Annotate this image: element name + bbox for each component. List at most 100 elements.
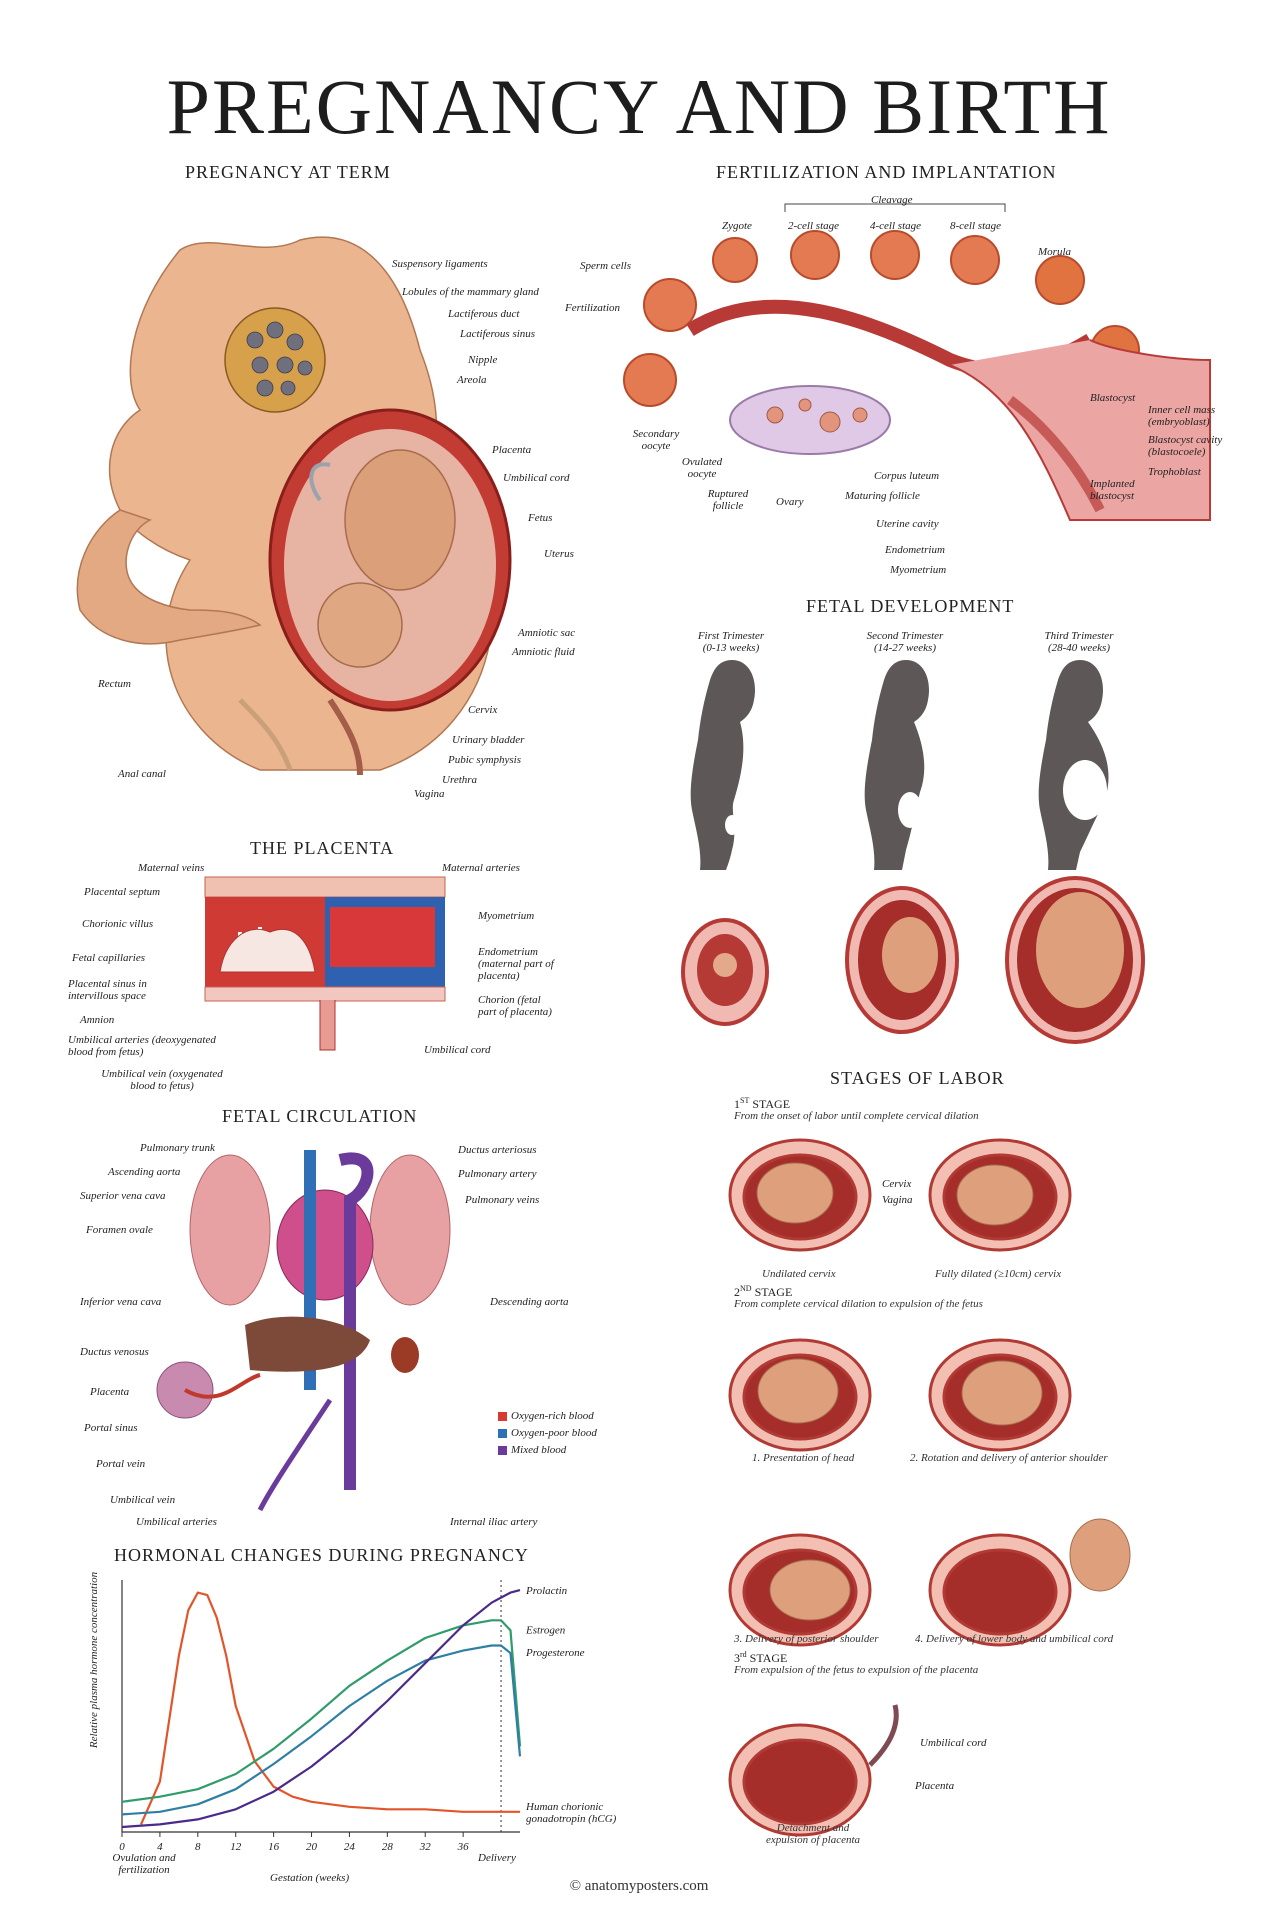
fetal-dev-section-title: FETAL DEVELOPMENT [806,596,1015,616]
label-4-cell: 4-cell stage [870,220,922,232]
chart-series-line [121,1589,521,1829]
chart-x-tick-label: 16 [268,1841,280,1853]
caption-stage2-2: 2. Rotation and delivery of anterior sho… [910,1452,1108,1464]
chart-x-tick-label: 12 [230,1841,242,1853]
label-implanted-blastocyst: Implanted blastocyst [1090,478,1135,502]
label-chorion: Chorion (fetal part of placenta) [478,994,552,1018]
caption-stage3: Detachment and expulsion of placenta [765,1822,861,1846]
label-suspensory-ligaments: Suspensory ligaments [392,258,488,270]
label-urinary-bladder: Urinary bladder [452,734,525,746]
label-pubic-symphysis: Pubic symphysis [448,754,522,766]
stage2-sup: ND [740,1284,752,1293]
stage3-word: STAGE [749,1651,788,1665]
stage3-heading: 3rd STAGE [734,1650,787,1666]
stage3-num: 3 [734,1651,740,1665]
chart-series-line [121,1619,522,1803]
stage1-desc: From the onset of labor until complete c… [734,1110,979,1122]
label-ovary: Ovary [776,496,804,508]
trimester-1-range: (0-13 weeks) [702,642,760,654]
chart-xlabel: Gestation (weeks) [270,1872,350,1884]
label-pulmonary-veins: Pulmonary veins [465,1194,540,1206]
labor-illustrations [728,1138,1131,1837]
chart-title: HORMONAL CHANGES DURING PREGNANCY [114,1545,529,1565]
caption-undilated: Undilated cervix [762,1268,836,1280]
label-lactiferous-duct: Lactiferous duct [448,308,520,320]
label-2-cell: 2-cell stage [788,220,840,232]
trimester-3-range: (28-40 weeks) [1047,642,1110,654]
trimester-3-name: Third Trimester [1044,630,1114,642]
pregnancy-illustration [76,236,512,776]
label-ruptured-follicle: Ruptured follicle [707,488,749,512]
circulation-illustration [156,1150,451,1512]
circulation-section-title: FETAL CIRCULATION [222,1106,418,1126]
stage2-desc: From complete cervical dilation to expul… [734,1298,983,1310]
chart-series-label: Estrogen [525,1624,566,1636]
stage1-word: STAGE [752,1097,791,1111]
label-foramen-ovale: Foramen ovale [86,1224,153,1236]
label-vagina-labor: Vagina [882,1194,913,1206]
label-superior-vena-cava: Superior vena cava [80,1190,166,1202]
stage1-num: 1 [734,1097,740,1111]
label-pulmonary-artery: Pulmonary artery [458,1168,537,1180]
label-endometrium: Endometrium [885,544,945,556]
pregnancy-section-title: PREGNANCY AT TERM [185,162,391,182]
chart-x-tick-label: 0 [119,1841,125,1853]
stage1-sup: ST [740,1096,750,1105]
fertilization-section-title: FERTILIZATION AND IMPLANTATION [716,162,1057,182]
label-uterine-cavity: Uterine cavity [876,518,939,530]
chart-series-line [121,1644,522,1816]
label-amniotic-sac: Amniotic sac [518,627,576,639]
trimester-2-range: (14-27 weeks) [873,642,936,654]
chart-x-tick-label: 32 [419,1841,432,1853]
stage3-desc: From expulsion of the fetus to expulsion… [734,1664,979,1676]
legend-label: Oxygen-rich blood [511,1410,594,1422]
label-trophoblast: Trophoblast [1148,466,1201,478]
chart-x-end-label: Delivery [478,1852,516,1864]
label-endometrium-placenta: Endometrium (maternal part of placenta) [478,946,554,982]
label-ovulated-oocyte: Ovulated oocyte [681,456,723,480]
chart-x-tick-label: 28 [382,1841,394,1853]
label-ductus-venosus: Ductus venosus [80,1346,149,1358]
stage2-heading: 2ND STAGE [734,1284,792,1300]
label-areola: Areola [457,374,487,386]
footer-copyright: © anatomyposters.com [569,1878,709,1894]
label-umbilical-vein-circ: Umbilical vein [110,1494,176,1506]
legend-swatch [498,1428,507,1438]
label-fetus: Fetus [528,512,553,524]
label-cervix: Cervix [468,704,498,716]
label-morula: Morula [1038,246,1071,258]
label-lobules: Lobules of the mammary gland [402,286,539,298]
label-ascending-aorta: Ascending aorta [108,1166,181,1178]
label-cleavage: Cleavage [871,194,913,206]
label-portal-sinus: Portal sinus [84,1422,138,1434]
labor-section-title: STAGES OF LABOR [830,1068,1005,1088]
label-anal-canal: Anal canal [118,768,166,780]
legend-swatch [498,1411,507,1421]
trimester-1-name: First Trimester [697,630,765,642]
label-umbilical-cord-placenta: Umbilical cord [424,1044,491,1056]
legend-oxygen-poor: Oxygen-poor blood [498,1427,597,1439]
label-uterus: Uterus [544,548,574,560]
label-maturing-follicle: Maturing follicle [845,490,920,502]
page-title: PREGNANCY AND BIRTH [166,63,1112,150]
label-inferior-vena-cava: Inferior vena cava [80,1296,162,1308]
stage2-word: STAGE [754,1285,793,1299]
legend-oxygen-rich: Oxygen-rich blood [498,1410,594,1422]
label-inner-cell-mass: Inner cell mass (embryoblast) [1148,404,1216,428]
stage2-num: 2 [734,1285,740,1299]
label-lactiferous-sinus: Lactiferous sinus [460,328,536,340]
label-portal-vein: Portal vein [96,1458,146,1470]
label-blastocyst: Blastocyst [1090,392,1136,404]
label-myometrium: Myometrium [890,564,947,576]
legend-swatch [498,1445,507,1455]
label-rectum: Rectum [98,678,131,690]
label-zygote: Zygote [722,220,752,232]
label-vagina: Vagina [414,788,445,800]
label-maternal-veins: Maternal veins [138,862,205,874]
label-myometrium-placenta: Myometrium [478,910,535,922]
legend-label: Mixed blood [511,1444,567,1456]
label-8-cell: 8-cell stage [950,220,1002,232]
label-corpus-luteum: Corpus luteum [874,470,940,482]
label-internal-iliac-artery: Internal iliac artery [450,1516,538,1528]
stage1-heading: 1ST STAGE [734,1096,790,1112]
